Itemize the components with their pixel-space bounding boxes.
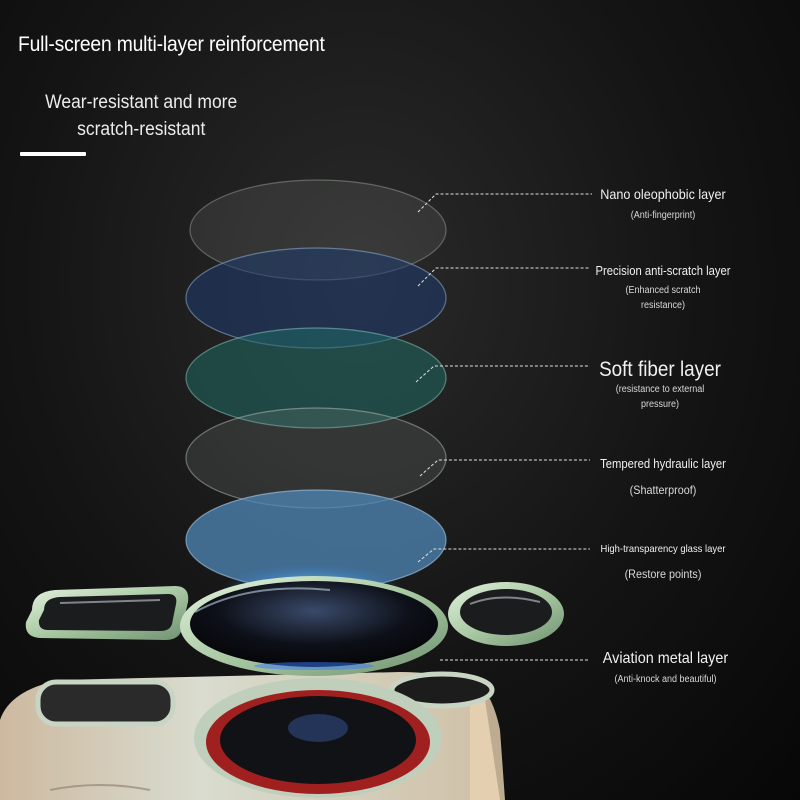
subheadline-line-1: Wear-resistant and more (45, 92, 238, 113)
label-nano-oleophobic: Nano oleophobic layer (Anti-fingerprint) (583, 186, 743, 223)
label-tempered-note: (Shatterproof) (629, 483, 697, 497)
underline-bar (20, 152, 86, 156)
label-tempered-hydraulic: Tempered hydraulic layer (Shatterproof) (578, 457, 748, 498)
label-glass-note: (Restore points) (624, 567, 702, 581)
label-aviation-note: (Anti-knock and beautiful) (614, 674, 717, 685)
lens-protector-left (25, 586, 189, 640)
leader-tempered (419, 459, 590, 477)
phone-text-mark (49, 784, 151, 791)
label-nano-title: Nano oleophobic layer (600, 186, 726, 202)
label-aviation-title: Aviation metal layer (602, 650, 729, 667)
phone-camera-module (0, 671, 505, 800)
label-glass-title: High-transparency glass layer (600, 543, 726, 555)
leader-precision (417, 267, 590, 287)
label-aviation-metal: Aviation metal layer (Anti-knock and bea… (583, 650, 748, 687)
subheadline-line-2: scratch-resistant (77, 119, 206, 140)
leader-glass (417, 548, 590, 563)
leader-lines (415, 193, 592, 661)
phone-edge (470, 675, 505, 800)
label-precision-note-2: resistance) (640, 300, 686, 311)
label-tempered-title: Tempered hydraulic layer (600, 457, 726, 471)
label-high-transparency-glass: High-transparency glass layer (Restore p… (578, 543, 748, 582)
subheadline: Wear-resistant and more scratch-resistan… (40, 89, 242, 143)
label-precision-anti-scratch: Precision anti-scratch layer (Enhanced s… (578, 264, 748, 313)
label-precision-note-1: (Enhanced scratch (625, 285, 701, 296)
headline: Full-screen multi-layer reinforcement (18, 33, 325, 56)
label-soft-fiber-note-2: pressure) (640, 399, 680, 410)
leader-nano (417, 193, 592, 213)
label-soft-fiber-title: Soft fiber layer (599, 358, 721, 381)
label-precision-title: Precision anti-scratch layer (595, 264, 731, 278)
label-soft-fiber: Soft fiber layer (resistance to external… (575, 358, 745, 412)
label-soft-fiber-note-1: (resistance to external (615, 384, 705, 395)
layer-disc-aviation-metal (180, 564, 448, 676)
lens-protector-right (448, 582, 564, 646)
camera-lens-left (35, 679, 176, 727)
label-nano-note: (Anti-fingerprint) (630, 210, 696, 221)
main-lens-element (288, 714, 348, 742)
layer-disc-soft-fiber (185, 327, 447, 429)
